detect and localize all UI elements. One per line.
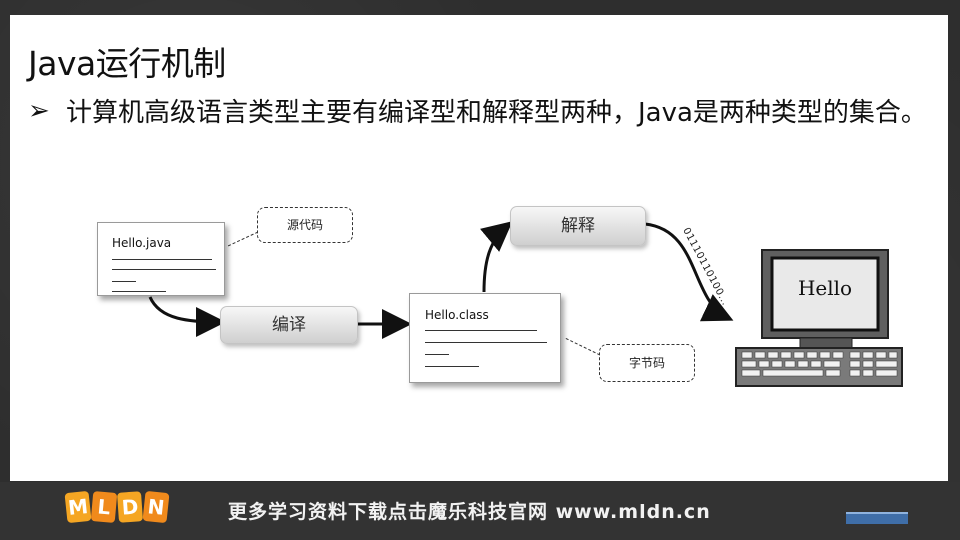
slide-title: Java运行机制	[28, 44, 226, 83]
text-line	[112, 281, 136, 282]
source-file-document: Hello.java	[97, 222, 225, 296]
footer-promo-text: 更多学习资料下载点击魔乐科技官网 www.mldn.cn	[228, 501, 711, 523]
bytecode-callout-label: 字节码	[628, 356, 665, 370]
bullet-arrow-icon: ➢	[28, 96, 50, 126]
interpret-step: 解释	[510, 206, 646, 246]
text-line	[112, 259, 212, 260]
bytecode-callout: 字节码	[599, 344, 695, 382]
source-code-callout: 源代码	[257, 207, 353, 243]
mldn-logo: M L D N	[64, 490, 170, 526]
text-line	[425, 366, 479, 367]
compile-label: 编译	[272, 315, 306, 335]
class-file-name: Hello.class	[425, 308, 489, 322]
text-line	[112, 291, 166, 292]
text-line	[425, 330, 537, 331]
logo-letter: D	[116, 491, 144, 523]
logo-letter: M	[64, 490, 92, 524]
source-file-name: Hello.java	[112, 236, 172, 250]
logo-letter: L	[90, 491, 118, 523]
text-line	[112, 269, 216, 270]
chalk-eraser	[846, 512, 908, 524]
compile-step: 编译	[220, 306, 358, 344]
source-code-callout-label: 源代码	[286, 218, 323, 232]
text-line	[425, 354, 449, 355]
bullet-text: 计算机高级语言类型主要有编译型和解释型两种，Java是两种类型的集合。	[66, 98, 927, 128]
text-line	[425, 342, 547, 343]
class-file-document: Hello.class	[409, 293, 561, 383]
interpret-label: 解释	[561, 216, 595, 236]
logo-letter: N	[142, 490, 170, 524]
monitor-text: Hello	[797, 276, 853, 300]
